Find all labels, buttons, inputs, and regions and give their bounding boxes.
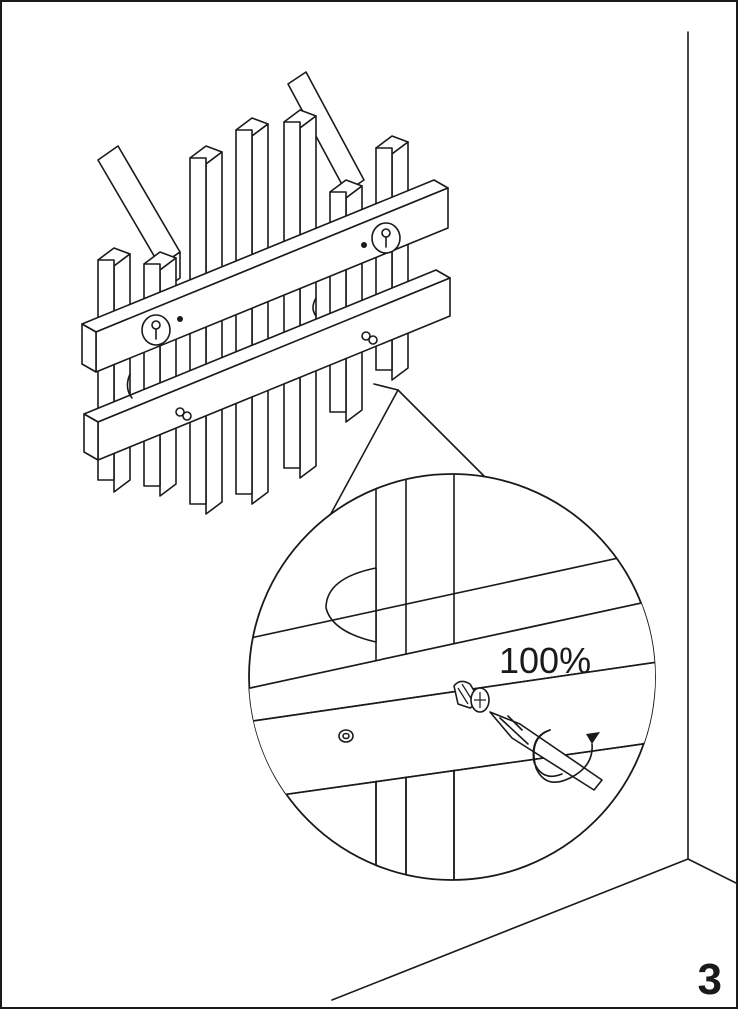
pilot-hole	[361, 242, 367, 248]
magnified-detail: 100%	[248, 473, 656, 881]
screwdriver-icon	[489, 711, 603, 791]
coat-rack	[81, 71, 451, 515]
step-number: 3	[698, 955, 722, 1004]
upper-rail	[81, 179, 449, 373]
screw-icon	[453, 680, 490, 713]
keyhole-slot-icon	[371, 222, 401, 254]
screw-hole	[338, 729, 354, 743]
keyhole-slot-icon	[141, 314, 171, 346]
screw-icon	[361, 331, 378, 345]
scale-label: 100%	[499, 640, 591, 681]
wall-corner	[331, 31, 738, 1001]
pilot-hole	[177, 316, 183, 322]
clockwise-rotation-arrow-icon	[532, 729, 600, 784]
lower-rail	[83, 269, 451, 461]
screw-icon	[175, 407, 192, 421]
